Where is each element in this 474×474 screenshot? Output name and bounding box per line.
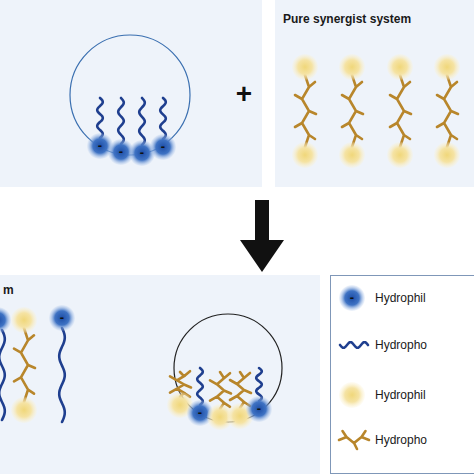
panel-background xyxy=(0,0,262,187)
panel-background xyxy=(275,0,474,187)
legend-text: Hydrophil xyxy=(375,387,426,403)
anionic-tail xyxy=(97,98,103,138)
anionic-head xyxy=(0,307,11,333)
legend-text: Hydrophil xyxy=(375,290,426,306)
synergist-tail xyxy=(14,328,35,402)
charge-sign: - xyxy=(47,309,77,326)
legend-text: Hydropho xyxy=(375,337,427,353)
legend-text: Hydropho xyxy=(375,432,427,448)
panel-title: Pure synergist system xyxy=(283,12,466,26)
panel: Pure synergist system xyxy=(275,0,474,187)
charge-sign: - xyxy=(148,138,178,155)
charge-sign: - xyxy=(127,144,157,161)
synergist-head xyxy=(292,54,318,80)
legend-background xyxy=(330,275,474,474)
synergist-head xyxy=(387,142,413,168)
anionic-tail xyxy=(59,328,65,422)
legend-anionic-tail xyxy=(340,342,368,348)
charge-sign: - xyxy=(244,400,274,417)
micelle-outline xyxy=(70,35,190,155)
synergist-tail xyxy=(295,75,316,147)
anionic-tail xyxy=(160,98,166,139)
synergist-tail xyxy=(210,372,231,409)
synergist-tail xyxy=(437,75,458,147)
panel: m xyxy=(0,275,320,474)
synergist-head xyxy=(11,397,37,423)
synergist-head xyxy=(434,142,460,168)
synergist-tail xyxy=(342,75,363,147)
charge-sign: - xyxy=(106,143,136,160)
charge-sign: - xyxy=(85,137,115,154)
synergist-tail xyxy=(390,75,411,147)
down-arrow xyxy=(240,200,284,272)
synergist-head xyxy=(387,54,413,80)
synergist-head xyxy=(339,142,365,168)
anionic-tail xyxy=(118,98,124,144)
legend-synergist-tail xyxy=(339,431,369,449)
anionic-tail xyxy=(0,330,5,420)
synergist-head xyxy=(292,142,318,168)
anionic-tail xyxy=(139,98,145,145)
panel-background xyxy=(0,275,320,474)
charge-sign: - xyxy=(337,289,367,306)
legend-box: HydrophilHydrophoHydrophilHydropho xyxy=(330,275,474,474)
synergist-head xyxy=(434,54,460,80)
synergist-head xyxy=(339,382,365,408)
panel-title: m xyxy=(3,283,317,297)
synergist-head xyxy=(11,307,37,333)
anionic-tail xyxy=(197,368,203,405)
plus-sign: + xyxy=(229,78,259,110)
synergist-head xyxy=(339,54,365,80)
charge-sign: - xyxy=(185,404,215,421)
